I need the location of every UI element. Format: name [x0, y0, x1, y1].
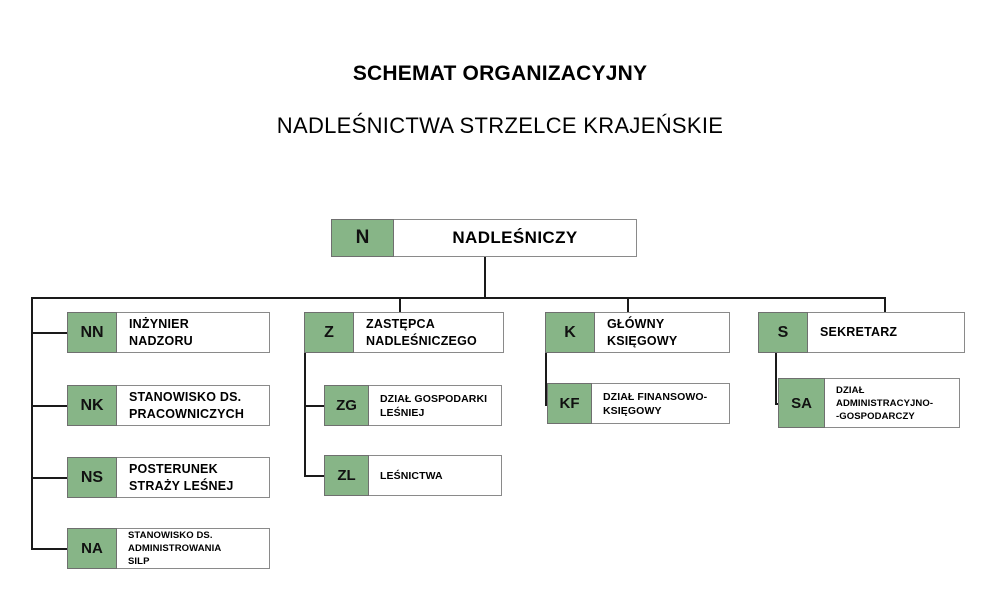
- node-label-kf-line2: KSIĘGOWY: [603, 404, 662, 417]
- node-sekretarz[interactable]: S SEKRETARZ: [758, 312, 965, 353]
- node-label-kf-line1: DZIAŁ FINANSOWO-: [603, 390, 708, 403]
- node-posterunek-strazy-lesnej[interactable]: NS POSTERUNEK STRAŻY LEŚNEJ: [67, 457, 270, 498]
- connector-z-spine: [304, 350, 306, 477]
- node-code-k: K: [545, 312, 595, 353]
- node-label-na: STANOWISKO DS. ADMINISTROWANIA SILP: [117, 528, 270, 569]
- node-label-k-line1: GŁÓWNY: [607, 316, 665, 331]
- node-code-kf: KF: [547, 383, 592, 424]
- connector-stub-ns: [31, 477, 68, 479]
- connector-k-spine: [545, 350, 547, 406]
- node-zastepca-nadlesniczego[interactable]: Z ZASTĘPCA NADLEŚNICZEGO: [304, 312, 504, 353]
- node-label-k: GŁÓWNY KSIĘGOWY: [595, 312, 730, 353]
- node-label-z-line1: ZASTĘPCA: [366, 316, 435, 331]
- connector-stub-zg: [304, 405, 324, 407]
- node-code-na: NA: [67, 528, 117, 569]
- chart-title-line2: NADLEŚNICTWA STRZELCE KRAJEŃSKIE: [276, 113, 724, 138]
- chart-title-line1: SCHEMAT ORGANIZACYJNY: [352, 62, 648, 85]
- connector-drop-z: [399, 297, 401, 317]
- node-code-nk: NK: [67, 385, 117, 426]
- node-label-zg: DZIAŁ GOSPODARKI LEŚNIEJ: [369, 385, 502, 426]
- node-label-nk-line2: PRACOWNICZYCH: [129, 406, 245, 421]
- node-label-s: SEKRETARZ: [808, 312, 965, 353]
- node-label-nn-line1: INŻYNIER: [129, 316, 189, 331]
- node-label-ns: POSTERUNEK STRAŻY LEŚNEJ: [117, 457, 270, 498]
- node-stanowisko-pracownicze[interactable]: NK STANOWISKO DS. PRACOWNICZYCH: [67, 385, 270, 426]
- node-code-zg: ZG: [324, 385, 369, 426]
- node-label-z: ZASTĘPCA NADLEŚNICZEGO: [354, 312, 504, 353]
- node-label-zl-line1: LEŚNICTWA: [380, 469, 443, 482]
- node-label-k-line2: KSIĘGOWY: [607, 333, 678, 348]
- connector-main-bus: [31, 297, 886, 299]
- node-label-z-line2: NADLEŚNICZEGO: [366, 333, 477, 348]
- node-label-zg-line2: LEŚNIEJ: [380, 406, 425, 419]
- node-inzynier-nadzoru[interactable]: NN INŻYNIER NADZORU: [67, 312, 270, 353]
- node-label-kf: DZIAŁ FINANSOWO- KSIĘGOWY: [592, 383, 730, 424]
- node-nadlesniczy[interactable]: N NADLEŚNICZY: [331, 219, 637, 257]
- node-label-sa: DZIAŁ ADMINISTRACYJNO- -GOSPODARCZY: [825, 378, 960, 428]
- node-dzial-finansowo-ksiegowy[interactable]: KF DZIAŁ FINANSOWO- KSIĘGOWY: [547, 383, 730, 424]
- connector-left-spine: [31, 297, 33, 550]
- connector-stub-zl: [304, 475, 324, 477]
- node-code-sa: SA: [778, 378, 825, 428]
- node-label-zg-line1: DZIAŁ GOSPODARKI: [380, 392, 488, 405]
- node-label-na-line1: STANOWISKO DS.: [128, 530, 213, 541]
- node-label-n: NADLEŚNICZY: [394, 219, 637, 257]
- node-label-zl: LEŚNICTWA: [369, 455, 502, 496]
- node-code-n: N: [331, 219, 394, 257]
- connector-stub-nk: [31, 405, 68, 407]
- node-label-na-line2: ADMINISTROWANIA: [128, 543, 222, 554]
- node-label-na-line3: SILP: [128, 556, 150, 567]
- node-label-ns-line2: STRAŻY LEŚNEJ: [129, 478, 234, 493]
- node-code-s: S: [758, 312, 808, 353]
- node-label-sa-line1: DZIAŁ: [836, 384, 865, 396]
- node-lesnictwa[interactable]: ZL LEŚNICTWA: [324, 455, 502, 496]
- node-code-z: Z: [304, 312, 354, 353]
- connector-stub-na: [31, 548, 68, 550]
- connector-s-spine: [775, 350, 777, 405]
- node-label-ns-line1: POSTERUNEK: [129, 461, 218, 476]
- node-dzial-administracyjno-gospodarczy[interactable]: SA DZIAŁ ADMINISTRACYJNO- -GOSPODARCZY: [778, 378, 960, 428]
- node-label-n-line1: NADLEŚNICZY: [452, 228, 578, 247]
- node-label-sa-line2: ADMINISTRACYJNO-: [836, 397, 934, 409]
- node-code-ns: NS: [67, 457, 117, 498]
- connector-drop-s: [884, 297, 886, 317]
- node-stanowisko-silp[interactable]: NA STANOWISKO DS. ADMINISTROWANIA SILP: [67, 528, 270, 569]
- node-dzial-gospodarki-lesnej[interactable]: ZG DZIAŁ GOSPODARKI LEŚNIEJ: [324, 385, 502, 426]
- node-code-zl: ZL: [324, 455, 369, 496]
- node-label-sa-line3: -GOSPODARCZY: [836, 410, 915, 422]
- node-label-nn-line2: NADZORU: [129, 333, 193, 348]
- node-label-nk-line1: STANOWISKO DS.: [129, 389, 242, 404]
- node-label-nk: STANOWISKO DS. PRACOWNICZYCH: [117, 385, 270, 426]
- connector-root-stem: [484, 256, 486, 299]
- node-label-nn: INŻYNIER NADZORU: [117, 312, 270, 353]
- connector-drop-k: [627, 297, 629, 317]
- node-glowny-ksiegowy[interactable]: K GŁÓWNY KSIĘGOWY: [545, 312, 730, 353]
- node-code-nn: NN: [67, 312, 117, 353]
- node-label-s-line1: SEKRETARZ: [820, 325, 898, 339]
- connector-stub-nn: [31, 332, 68, 334]
